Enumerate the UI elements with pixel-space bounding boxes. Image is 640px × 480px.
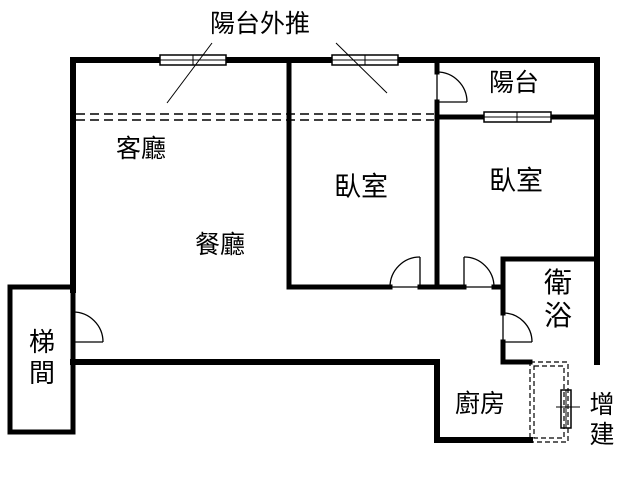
label-balcony-extension: 陽台外推 bbox=[210, 9, 311, 38]
label-addition: 增建 bbox=[589, 390, 615, 449]
interior-walls bbox=[286, 59, 600, 365]
addition-area bbox=[529, 361, 569, 443]
leader-lines bbox=[166, 42, 580, 408]
door-stairs bbox=[72, 311, 104, 343]
door-balcony bbox=[436, 71, 468, 103]
door-bedroom-1 bbox=[389, 256, 421, 288]
outer-wall-lower bbox=[70, 359, 533, 443]
balcony-extension-line bbox=[76, 113, 434, 121]
label-dining-room: 餐廳 bbox=[195, 230, 246, 259]
window-bedroom-top bbox=[331, 54, 399, 66]
label-balcony: 陽台 bbox=[489, 68, 540, 97]
window-balcony bbox=[483, 111, 552, 123]
window-living-top bbox=[159, 54, 227, 66]
label-bedroom-1: 臥室 bbox=[334, 172, 388, 203]
doors bbox=[72, 71, 533, 343]
label-stairs: 梯間 bbox=[28, 328, 55, 389]
windows bbox=[159, 54, 572, 429]
door-bedroom-2 bbox=[463, 256, 495, 288]
outer-walls bbox=[70, 57, 600, 443]
label-bedroom-2: 臥室 bbox=[489, 166, 543, 197]
label-bathroom: 衛浴 bbox=[543, 266, 572, 333]
window-kitchen bbox=[560, 389, 572, 429]
door-bathroom bbox=[502, 312, 533, 343]
stairs-outline bbox=[7, 284, 76, 435]
label-kitchen: 廚房 bbox=[455, 389, 506, 418]
label-living-room: 客廳 bbox=[116, 134, 167, 163]
